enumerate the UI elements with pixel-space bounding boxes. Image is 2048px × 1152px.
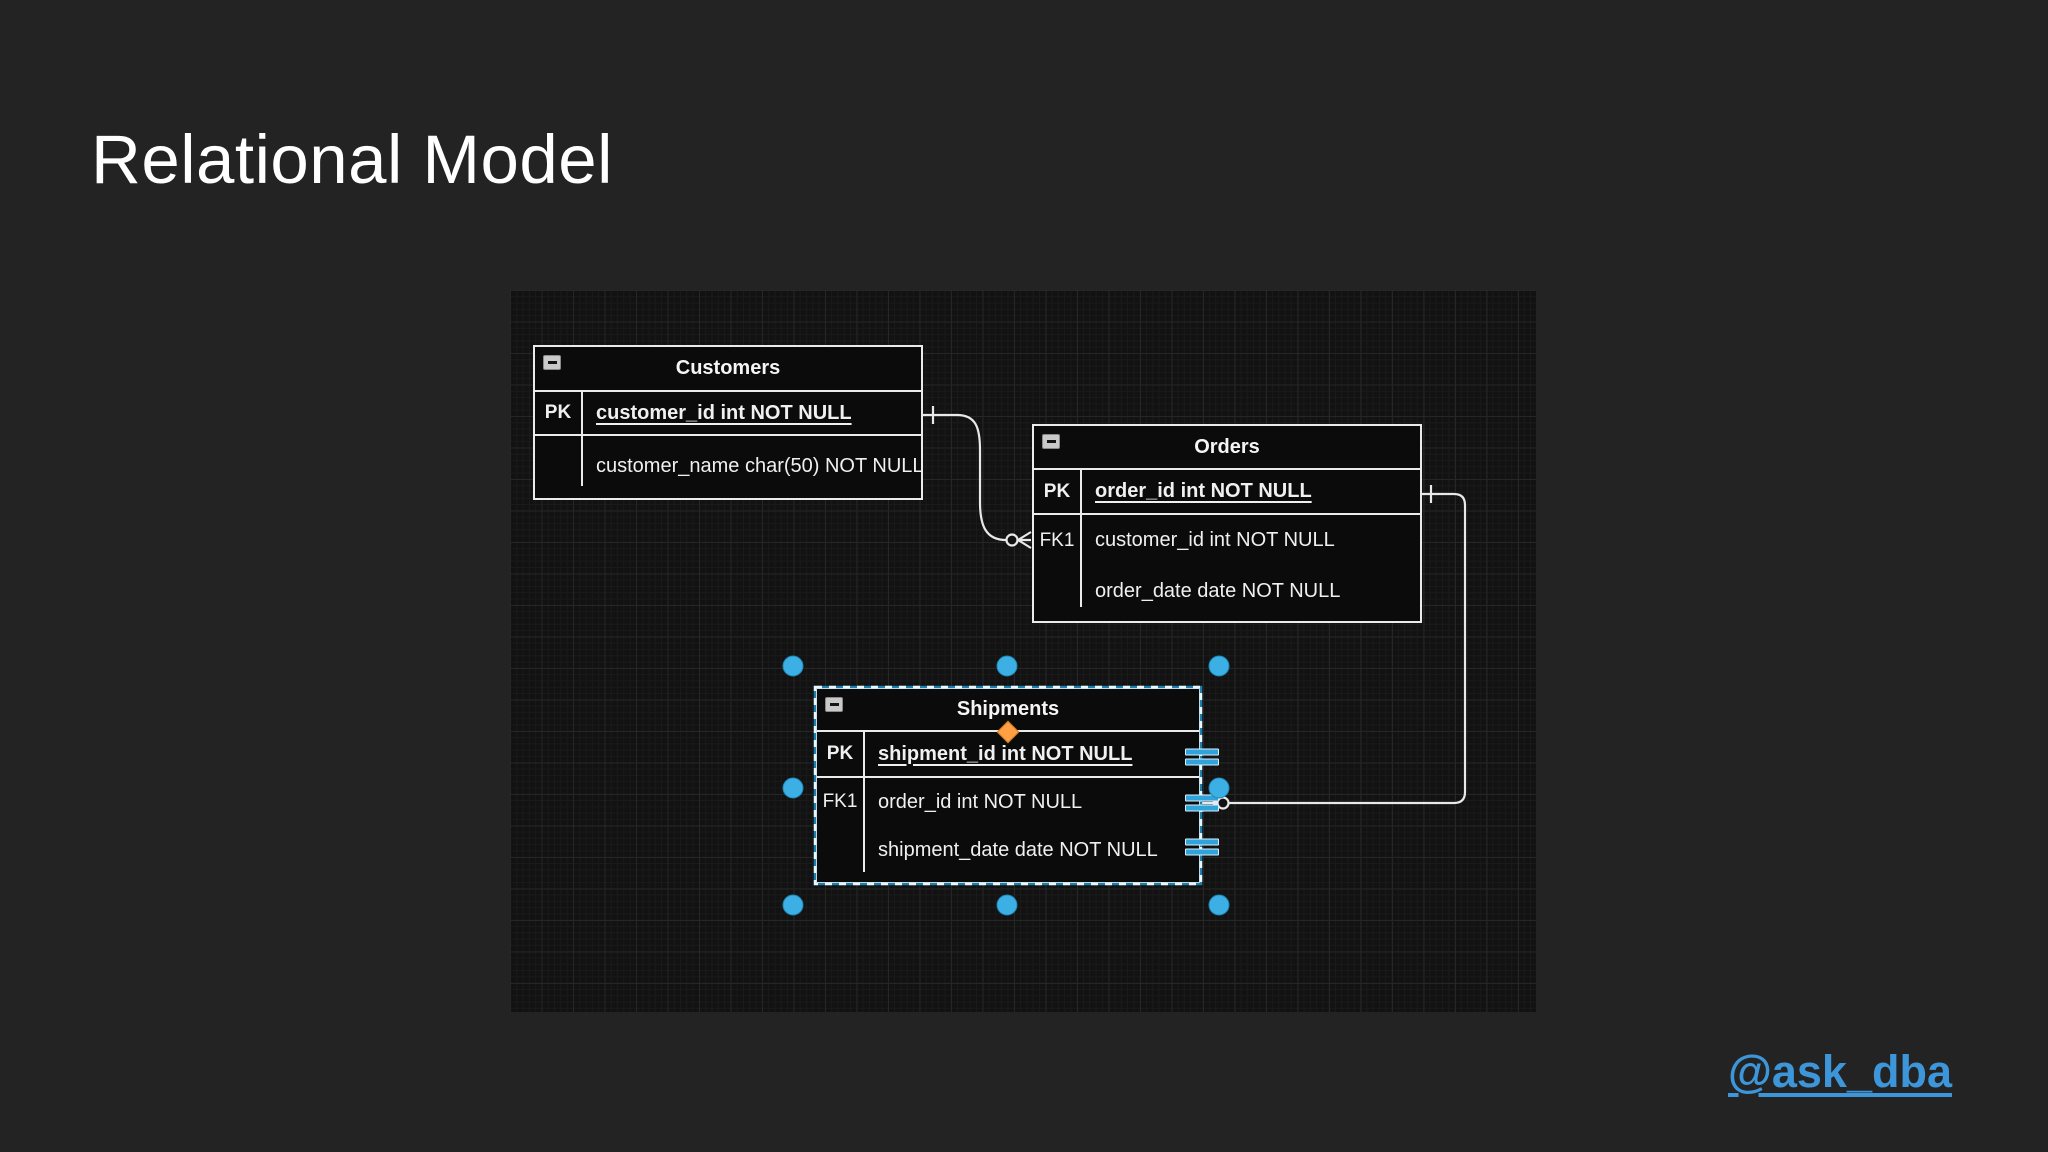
field-text: order_id int NOT NULL <box>1095 480 1312 502</box>
collapse-icon[interactable] <box>825 697 843 712</box>
table-title: Orders <box>1194 435 1260 458</box>
key-label: FK1 <box>822 791 858 812</box>
field-text: shipment_id int NOT NULL <box>878 742 1133 765</box>
field-text: customer_name char(50) NOT NULL <box>596 454 924 477</box>
selection-handle-ne[interactable] <box>1208 655 1230 677</box>
key-label: FK1 <box>1039 529 1075 551</box>
table-orders[interactable]: Orders PK order_id int NOT NULL FK1 cust… <box>1032 424 1422 623</box>
selection-handle-sw[interactable] <box>782 894 804 916</box>
collapse-icon[interactable] <box>543 355 561 370</box>
selection-handle-e[interactable] <box>1208 777 1230 799</box>
collapse-icon[interactable] <box>1042 434 1060 449</box>
ask-dba-link[interactable]: @ask_dba <box>1728 1046 1952 1097</box>
field-text: order_date date NOT NULL <box>1095 580 1341 602</box>
table-customers-header[interactable]: Customers <box>535 347 921 392</box>
selection-handle-se[interactable] <box>1208 894 1230 916</box>
slide-title: Relational Model <box>91 121 613 198</box>
table-row[interactable]: PK customer_id int NOT NULL <box>535 392 921 436</box>
key-column-divider <box>1080 470 1082 607</box>
table-row[interactable]: customer_name char(50) NOT NULL <box>535 436 924 496</box>
table-row[interactable]: FK1 order_id int NOT NULL <box>817 778 1199 826</box>
selection-handle-nw[interactable] <box>782 655 804 677</box>
table-row[interactable]: PK order_id int NOT NULL <box>1034 470 1420 515</box>
selection-handle-w[interactable] <box>782 777 804 799</box>
field-text: order_id int NOT NULL <box>878 790 1083 813</box>
relation-customers-orders[interactable] <box>923 406 1032 549</box>
key-column-divider <box>581 392 583 486</box>
table-customers[interactable]: Customers PK customer_id int NOT NULL cu… <box>533 345 924 500</box>
key-label: PK <box>544 402 572 423</box>
field-text: customer_id int NOT NULL <box>1095 529 1335 551</box>
table-row[interactable]: FK1 customer_id int NOT NULL <box>1034 515 1420 566</box>
row-grip-icon[interactable] <box>1185 838 1219 856</box>
selection-handle-s[interactable] <box>996 894 1018 916</box>
table-title: Customers <box>675 357 781 379</box>
field-text: shipment_date date NOT NULL <box>878 838 1158 861</box>
key-label: PK <box>1043 480 1071 502</box>
key-label: PK <box>826 743 854 764</box>
table-title: Shipments <box>956 698 1060 720</box>
selection-handle-n[interactable] <box>996 655 1018 677</box>
row-grip-icon[interactable] <box>1185 748 1219 766</box>
table-row[interactable]: order_date date NOT NULL <box>1034 566 1420 617</box>
table-row[interactable]: shipment_date date NOT NULL <box>817 826 1199 874</box>
table-orders-header[interactable]: Orders <box>1034 426 1420 470</box>
diagram-canvas[interactable]: Customers PK customer_id int NOT NULL cu… <box>510 290 1536 1012</box>
field-text: customer_id int NOT NULL <box>596 401 852 424</box>
table-shipments[interactable]: Shipments PK shipment_id int NOT NULL FK… <box>815 687 1201 884</box>
